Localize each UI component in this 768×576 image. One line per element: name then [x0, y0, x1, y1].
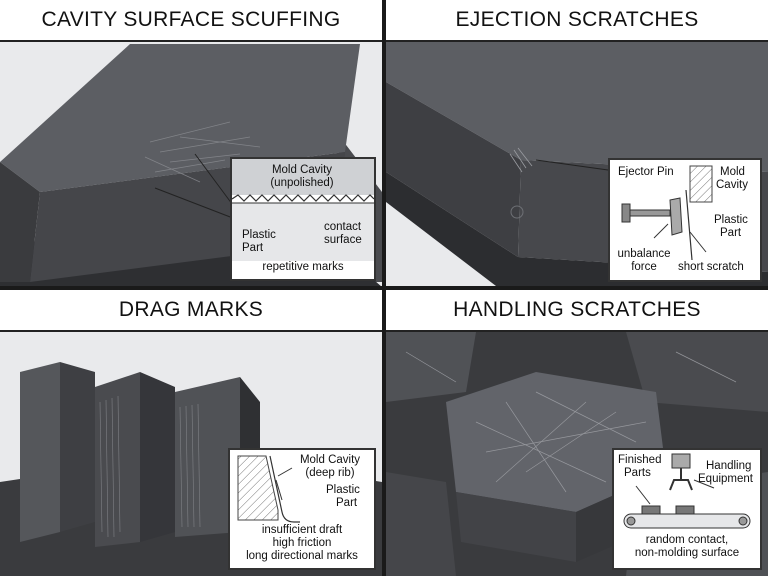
- part-label: Part: [720, 227, 742, 239]
- ejector-pin-sketch: [621, 165, 713, 261]
- part-label: Part: [336, 497, 358, 509]
- panel-title: EJECTION SCRATCHES: [386, 0, 768, 42]
- ejection-inset: Ejector Pin Mold Cavity Plastic Part unb…: [608, 158, 762, 282]
- cavity-label: Cavity: [716, 179, 748, 191]
- cavity-contact-sketch: [232, 159, 374, 261]
- deep-rib-sketch: [237, 455, 300, 523]
- panel-cavity-surface-scuffing: CAVITY SURFACE SCUFFING Mold Cav: [0, 0, 382, 286]
- scuffing-inset: Mold Cavity (unpolished) contact surface…: [230, 157, 376, 281]
- panel-title: HANDLING SCRATCHES: [386, 290, 768, 332]
- panel-title: CAVITY SURFACE SCUFFING: [0, 0, 382, 42]
- handling-label: Handling: [706, 460, 752, 472]
- short-scratch-label: short scratch: [678, 261, 744, 273]
- long-directional-marks-label: long directional marks: [246, 550, 358, 562]
- part-label: Part: [242, 242, 264, 254]
- random-contact-label: random contact,: [645, 534, 729, 546]
- mold-label: Mold: [720, 166, 745, 178]
- high-friction-label: high friction: [272, 537, 332, 549]
- insufficient-draft-label: insufficient draft: [261, 524, 343, 536]
- drag-inset: Mold Cavity (deep rib) Plastic Part insu…: [228, 448, 376, 570]
- handling-inset: Finished Parts Handling Equipment random…: [612, 448, 762, 570]
- non-molding-surface-label: non-molding surface: [634, 547, 740, 559]
- plastic-label: Plastic: [326, 484, 360, 496]
- plastic-label: Plastic: [714, 214, 748, 226]
- unbalance-label: unbalance: [617, 248, 671, 260]
- mold-cavity-label: Mold Cavity: [271, 164, 333, 176]
- conveyor-gripper-sketch: [623, 453, 751, 529]
- horizontal-divider: [0, 286, 768, 290]
- parts-label: Parts: [624, 467, 651, 479]
- ejector-pin-label: Ejector Pin: [618, 166, 674, 178]
- surface-label: surface: [324, 234, 362, 246]
- repetitive-marks-caption: repetitive marks: [262, 261, 344, 273]
- deep-rib-label: (deep rib): [305, 467, 355, 479]
- mold-cavity-label: Mold Cavity: [299, 454, 361, 466]
- force-label: force: [631, 261, 657, 273]
- panel-handling-scratches: HANDLING SCRATCHES: [386, 290, 768, 576]
- equipment-label: Equipment: [698, 473, 753, 485]
- unpolished-label: (unpolished): [270, 177, 334, 189]
- finished-label: Finished: [618, 454, 662, 466]
- panel-title: DRAG MARKS: [0, 290, 382, 332]
- contact-label: contact: [324, 221, 362, 233]
- panel-drag-marks: DRAG MARKS Mol: [0, 290, 382, 576]
- plastic-label: Plastic: [242, 229, 276, 241]
- panel-ejection-scratches: EJECTION SCRATCHES: [386, 0, 768, 286]
